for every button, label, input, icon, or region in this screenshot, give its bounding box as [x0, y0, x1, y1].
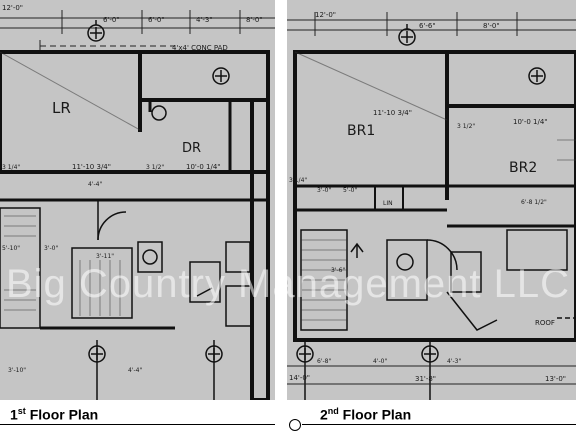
dim-bottom-2: 4'-4" — [128, 367, 142, 374]
dim2-bottom-3: 4'-0" — [373, 358, 387, 365]
circle-marker — [289, 419, 301, 431]
caption-text: Floor Plan — [25, 406, 99, 423]
dim-small-4: 5'-10" — [2, 245, 20, 252]
caption-divider — [0, 424, 275, 425]
dim-top-4: 8'-0" — [246, 16, 263, 24]
dim-mid-2: 10'-0 1/4" — [186, 163, 221, 171]
dim2-top-2: 6'-6" — [419, 22, 436, 30]
dim-small-3: 4'-4" — [88, 181, 102, 188]
room-label-br2: BR2 — [509, 160, 537, 176]
note-roof: ROOF — [535, 319, 555, 327]
dim2-small-4: 6'-8 1/2" — [521, 199, 547, 206]
note-lin: LIN — [383, 200, 393, 207]
room-label-dr: DR — [182, 141, 201, 156]
dim-mid-1: 11'-10 3/4" — [72, 163, 111, 171]
first-floor-plan: LR DR 12'-0" 6'-0" 6'-0" 4'-3" 8'-0" 4'x… — [0, 0, 275, 400]
dim2-top-1: 12'-0" — [315, 11, 336, 19]
dim-top-3: 4'-3" — [196, 16, 213, 24]
dim2-small-3: 5'-0" — [343, 187, 357, 194]
second-floor-drawing: BR1 BR2 LIN ROOF 12'-0" 6'-6" 8'-0" 11'-… — [287, 0, 576, 400]
caption-ordinal: nd — [327, 406, 339, 416]
dim-bottom-1: 3'-10" — [8, 367, 26, 374]
caption-number: 1 — [10, 406, 18, 423]
dim2-small-1: 3 1/4" — [289, 177, 307, 184]
dim-small-1: 3 1/4" — [2, 164, 20, 171]
caption-text: Floor Plan — [338, 406, 412, 423]
caption-ordinal: st — [17, 406, 26, 416]
first-floor-caption: 1st Floor Plan — [10, 406, 98, 423]
first-floor-drawing: LR DR 12'-0" 6'-0" 6'-0" 4'-3" 8'-0" 4'x… — [0, 0, 275, 400]
dim2-bottom-4: 4'-3" — [447, 358, 461, 365]
dim-top-2: 6'-0" — [148, 16, 165, 24]
caption-divider — [302, 424, 576, 425]
dim-small-6: 3'-11" — [96, 253, 114, 260]
dim2-mid-2: 10'-0 1/4" — [513, 118, 548, 126]
second-floor-plan: BR1 BR2 LIN ROOF 12'-0" 6'-6" 8'-0" 11'-… — [287, 0, 576, 400]
dim-top-1: 6'-0" — [103, 16, 120, 24]
room-label-lr: LR — [52, 99, 71, 117]
dim2-small-5: 3'-6" — [331, 267, 345, 274]
dim2-bottom-5: 31'-8" — [415, 375, 436, 383]
dim2-bottom-6: 13'-0" — [545, 375, 566, 383]
dim-small-2: 3 1/2" — [146, 164, 164, 171]
dim-left-top: 12'-0" — [2, 4, 23, 12]
dim2-top-3: 8'-0" — [483, 22, 500, 30]
dim-small-5: 3'-0" — [44, 245, 58, 252]
dim2-small-2: 3'-0" — [317, 187, 331, 194]
dim2-small-6: 3 1/2" — [457, 123, 475, 130]
caption-number: 2 — [320, 406, 328, 423]
second-floor-caption: 2nd Floor Plan — [320, 406, 411, 423]
dim2-mid-1: 11'-10 3/4" — [373, 109, 412, 117]
dim2-bottom-2: 6'-8" — [317, 358, 331, 365]
note-pad: 4'x4' CONC PAD — [172, 44, 228, 52]
dim2-bottom-1: 14'-0" — [289, 374, 310, 382]
room-label-br1: BR1 — [347, 123, 375, 139]
